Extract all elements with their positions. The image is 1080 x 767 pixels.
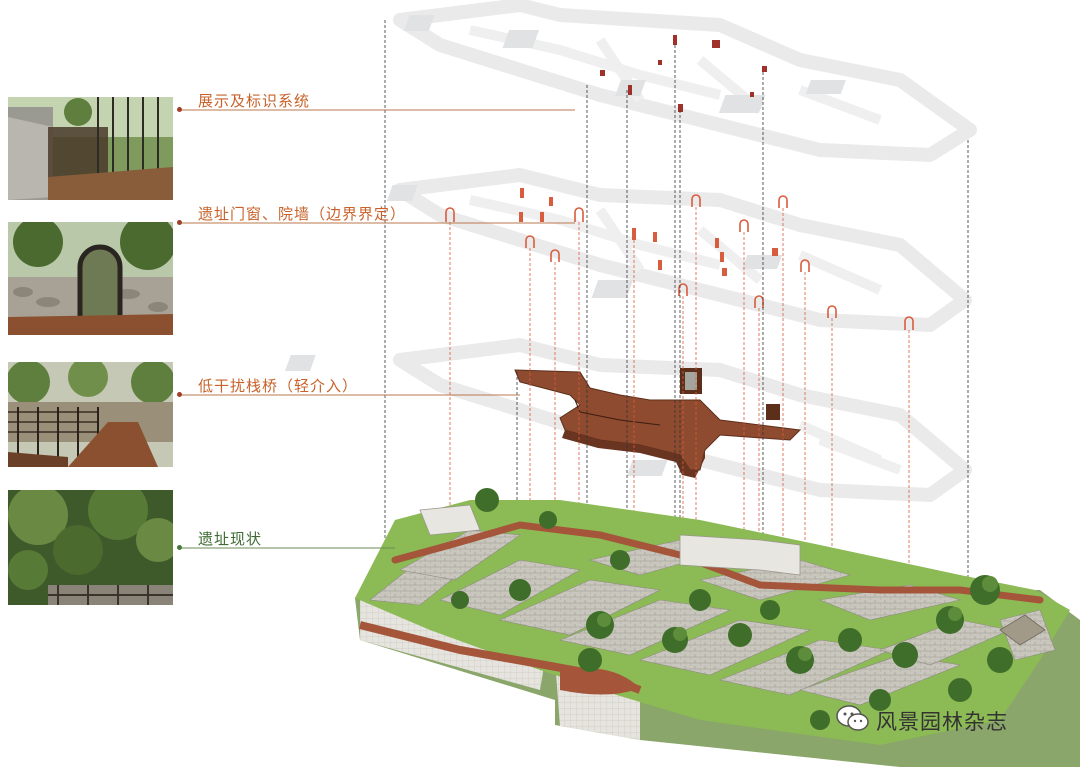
- watermark: 风景园林杂志: [836, 705, 1008, 737]
- wechat-icon: [836, 705, 870, 737]
- layer-dot-signage: [177, 107, 182, 112]
- layer-signage-plan: [393, 0, 977, 162]
- label-site-condition: 遗址现状: [198, 530, 263, 548]
- site-trees: [451, 488, 1013, 730]
- photo-bridge: [8, 362, 173, 467]
- layer-dot-boundary: [177, 220, 182, 225]
- label-gates-walls: 遗址门窗、院墙（边界界定）: [198, 205, 407, 223]
- watermark-text: 风景园林杂志: [876, 710, 1008, 734]
- site-existing-model: [355, 488, 1080, 767]
- photo-site-condition: [8, 490, 173, 605]
- leader-lines: [180, 109, 575, 549]
- wall-segment-markers: [519, 188, 778, 276]
- layer-dot-bridge: [177, 392, 182, 397]
- gate-arch-markers: [445, 194, 914, 330]
- photo-signage: [8, 97, 173, 200]
- layer-dot-site: [177, 545, 182, 550]
- layer-bridge-plan: [284, 338, 972, 502]
- signage-markers: [600, 35, 767, 112]
- layer-boundary-plan: [386, 168, 972, 332]
- label-signage-system: 展示及标识系统: [198, 92, 311, 110]
- timber-bridge: [514, 368, 802, 478]
- projection-lines: [384, 20, 969, 640]
- label-bridge: 低干扰栈桥（轻介入）: [198, 377, 359, 395]
- photo-gate: [8, 222, 173, 335]
